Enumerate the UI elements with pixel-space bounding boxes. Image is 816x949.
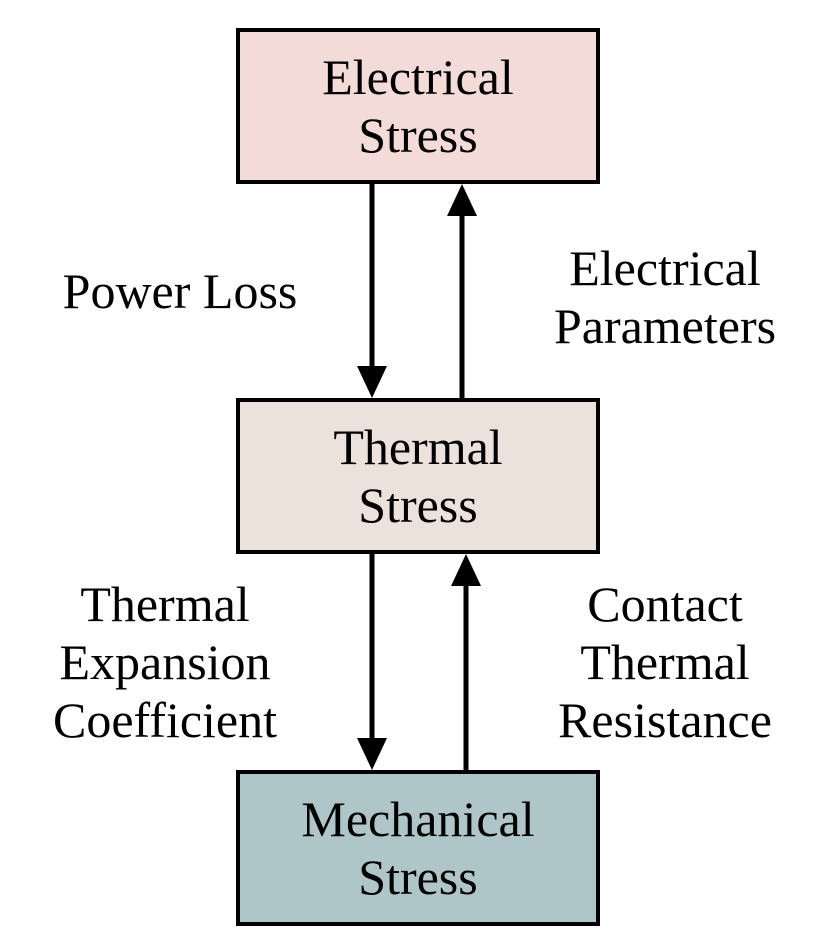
- mechanical-stress-line-1: Mechanical: [301, 791, 535, 847]
- contact-thermal-line-3: Resistance: [558, 692, 772, 748]
- thermal-expansion-line-3: Coefficient: [53, 692, 277, 748]
- contact-thermal-resistance-label: Contact Thermal Resistance: [520, 575, 810, 749]
- thermal-expansion-coefficient-label: Thermal Expansion Coefficient: [10, 575, 320, 749]
- thermal-expansion-line-2: Expansion: [59, 634, 271, 690]
- arrow-thermal-expansion: [357, 554, 387, 770]
- thermal-stress-box: Thermal Stress: [236, 398, 600, 554]
- electrical-stress-box: Electrical Stress: [236, 28, 600, 184]
- power-loss-label: Power Loss: [20, 262, 340, 320]
- electrical-parameters-line-2: Parameters: [553, 298, 777, 354]
- mechanical-stress-box: Mechanical Stress: [236, 770, 600, 926]
- arrow-power-loss: [357, 184, 387, 398]
- arrow-contact-thermal-resistance: [451, 554, 481, 770]
- mechanical-stress-line-2: Stress: [358, 849, 478, 905]
- thermal-stress-line-1: Thermal: [333, 419, 503, 475]
- electrical-stress-line-1: Electrical: [322, 49, 514, 105]
- power-loss-line-1: Power Loss: [62, 263, 298, 319]
- contact-thermal-line-2: Thermal: [580, 634, 750, 690]
- electrical-parameters-line-1: Electrical: [569, 240, 761, 296]
- thermal-stress-line-2: Stress: [358, 477, 478, 533]
- contact-thermal-line-1: Contact: [587, 576, 743, 632]
- thermal-expansion-line-1: Thermal: [80, 576, 250, 632]
- electrical-parameters-label: Electrical Parameters: [520, 239, 810, 355]
- arrow-electrical-parameters: [447, 184, 477, 398]
- electrical-stress-line-2: Stress: [358, 107, 478, 163]
